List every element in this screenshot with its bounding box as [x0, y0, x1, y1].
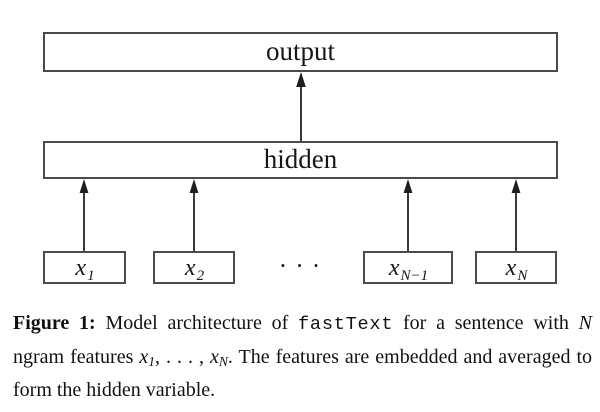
input-node-x2: x2	[153, 251, 235, 284]
output-node: output	[43, 32, 558, 72]
hidden-node: hidden	[43, 141, 558, 179]
input-node-x1: x1	[43, 251, 126, 284]
output-node-label: output	[265, 35, 335, 66]
input-label-x1: x1	[75, 254, 95, 284]
input-label-xn: xN	[505, 254, 528, 284]
input-label-x2: x2	[184, 254, 205, 284]
caption-math-xN: xN	[209, 346, 228, 369]
input-subscript-x1: 1	[87, 267, 95, 284]
hidden-node-label: hidden	[263, 143, 338, 174]
figure-caption: Figure 1: Model architecture of fastText…	[13, 307, 592, 407]
ellipsis-dots: · · ·	[278, 253, 322, 280]
caption-figure-label: Figure 1:	[13, 312, 96, 334]
caption-text-4: . The features are embedded and averaged…	[13, 346, 593, 401]
arrow-xn-minus-1-to-hidden	[403, 179, 413, 251]
arrow-x1-to-hidden	[79, 179, 89, 251]
caption-ellipsis: , . . . ,	[155, 346, 210, 368]
input-label-xn-minus-1: xN−1	[388, 254, 429, 284]
input-subscript-xn: N	[517, 267, 528, 284]
caption-math-N: N	[578, 312, 592, 334]
input-node-xn: xN	[475, 251, 557, 284]
caption-text-1: Model architecture of	[95, 312, 299, 334]
caption-text-3: ngram features	[13, 346, 140, 368]
caption-text-2: for a sentence with	[393, 312, 579, 334]
caption-fasttext-code: fastText	[298, 314, 394, 335]
arrow-x2-to-hidden	[189, 179, 199, 251]
caption-math-x1: x1	[139, 346, 156, 369]
input-node-xn-minus-1: xN−1	[363, 251, 453, 284]
input-subscript-x2: 2	[196, 267, 205, 284]
arrow-xn-to-hidden	[511, 179, 521, 251]
input-subscript-xn-minus-1: N−1	[400, 267, 429, 284]
arrow-hidden-to-output	[296, 72, 306, 141]
